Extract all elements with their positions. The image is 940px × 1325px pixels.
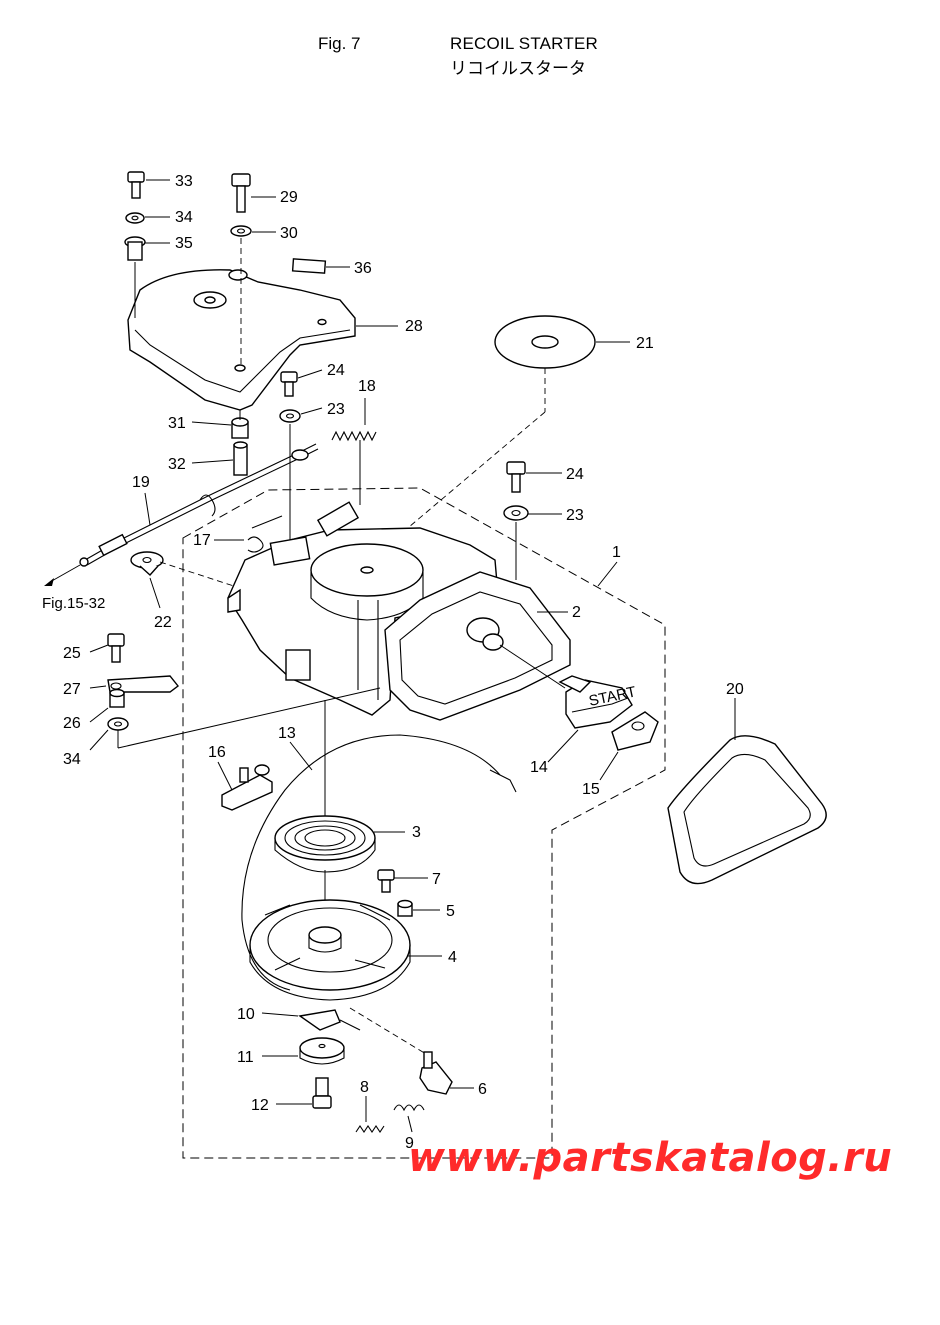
callout-6: 6 <box>478 1081 487 1098</box>
rope-guide-part-2 <box>384 571 571 721</box>
callout-18: 18 <box>358 378 376 395</box>
sleeve-part-32 <box>233 441 248 476</box>
callout-22: 22 <box>154 614 172 631</box>
callout-13: 13 <box>278 725 296 742</box>
figure-title-japanese: リコイルスタータ <box>450 59 586 79</box>
callout-36: 36 <box>354 260 372 277</box>
washer-part-34-top <box>125 212 145 224</box>
callout-23-upper: 23 <box>327 401 345 418</box>
reference-fig-15-32: Fig.15-32 <box>42 595 105 612</box>
figure-title: RECOIL STARTER <box>450 34 598 53</box>
callout-4: 4 <box>448 949 457 966</box>
callout-24-upper: 24 <box>327 362 345 379</box>
callout-35: 35 <box>175 235 193 252</box>
callout-5: 5 <box>446 903 455 920</box>
spring-part-8 <box>355 1125 385 1133</box>
cap-part-11 <box>299 1037 345 1065</box>
callout-25: 25 <box>63 645 81 662</box>
bolt-part-24-right <box>506 461 526 493</box>
callout-34-top: 34 <box>175 209 193 226</box>
bolt-part-25 <box>107 633 125 663</box>
callout-1: 1 <box>612 544 621 561</box>
callout-7: 7 <box>432 871 441 888</box>
plate-part-10 <box>298 1009 341 1031</box>
callout-19: 19 <box>132 474 150 491</box>
callout-17: 17 <box>193 532 211 549</box>
callout-8: 8 <box>360 1079 369 1096</box>
cable-part-19 <box>79 443 319 567</box>
callout-15: 15 <box>582 781 600 798</box>
callout-30: 30 <box>280 225 298 242</box>
bolt-part-24-upper <box>280 371 298 397</box>
frame-part-20 <box>667 735 827 885</box>
bolt-part-7 <box>377 869 395 893</box>
reel-part-4 <box>249 899 411 1001</box>
figure-header: Fig. 7 RECOIL STARTER リコイルスタータ <box>0 30 940 80</box>
spring-part-18 <box>331 430 377 442</box>
callout-29: 29 <box>280 189 298 206</box>
washer-part-34-bottom <box>107 717 129 731</box>
arrow-head-icon <box>44 578 54 586</box>
bolt-part-29 <box>231 173 251 213</box>
callout-3: 3 <box>412 824 421 841</box>
pawl-part-6 <box>419 1051 453 1095</box>
callout-33: 33 <box>175 173 193 190</box>
callout-23-right: 23 <box>566 507 584 524</box>
callout-12: 12 <box>251 1097 269 1114</box>
top-cover-part-28 <box>127 269 356 411</box>
callout-9: 9 <box>405 1135 414 1152</box>
washer-part-30 <box>230 225 252 237</box>
callout-28: 28 <box>405 318 423 335</box>
handle-part-14: START <box>558 675 638 729</box>
spring-part-9 <box>393 1104 425 1112</box>
housing-part-1 <box>227 501 499 716</box>
link-part-22 <box>130 551 164 576</box>
rope-part-13 <box>241 734 501 991</box>
callout-2: 2 <box>572 604 581 621</box>
callout-31: 31 <box>168 415 186 432</box>
insert-part-15 <box>611 711 659 751</box>
figure-number: Fig. 7 <box>318 34 361 53</box>
callout-34-bottom: 34 <box>63 751 81 768</box>
callout-10: 10 <box>237 1006 255 1023</box>
collar-part-5 <box>397 899 413 917</box>
callout-32: 32 <box>168 456 186 473</box>
bolt-part-12 <box>312 1077 332 1109</box>
collar-part-26 <box>109 688 125 708</box>
callout-16: 16 <box>208 744 226 761</box>
bolt-part-33 <box>127 171 145 199</box>
callout-20: 20 <box>726 681 744 698</box>
collar-part-31 <box>231 417 249 439</box>
callout-14: 14 <box>530 759 548 776</box>
collar-part-35 <box>124 236 146 261</box>
callout-26: 26 <box>63 715 81 732</box>
assembly-boundary <box>182 487 666 1159</box>
spring-part-3 <box>274 815 376 873</box>
pad-part-36 <box>291 258 327 274</box>
washer-part-23-upper <box>279 409 301 423</box>
callout-21: 21 <box>636 335 654 352</box>
washer-part-23-right <box>503 505 529 521</box>
arm-part-27 <box>107 675 179 693</box>
spring-part-17 <box>247 536 264 553</box>
plate-part-21 <box>494 315 596 369</box>
watermark: www.partskatalog.ru <box>408 1135 893 1181</box>
callout-11: 11 <box>237 1049 254 1066</box>
callout-24-right: 24 <box>566 466 584 483</box>
bracket-part-16 <box>221 764 273 811</box>
callout-27: 27 <box>63 681 81 698</box>
